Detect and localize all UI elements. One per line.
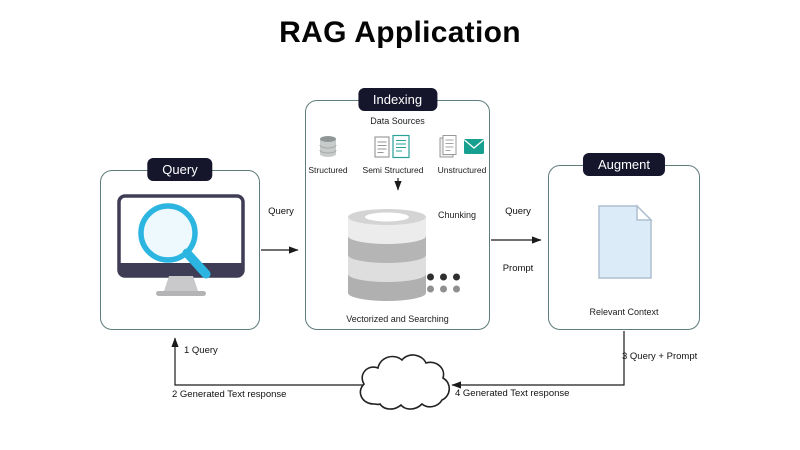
vector-database-icon	[348, 209, 426, 301]
context-document-icon	[598, 204, 653, 279]
arrow-augment-to-llm	[451, 331, 625, 389]
label-indexing-to-augment-query: Query	[505, 206, 531, 217]
vectorized-label: Vectorized and Searching	[346, 314, 449, 324]
label-step-1-query: 1 Query	[184, 345, 218, 356]
label-query-to-indexing: Query	[268, 206, 294, 217]
structured-database-icon	[319, 136, 337, 157]
label-indexing-to-augment-prompt: Prompt	[502, 263, 534, 274]
indexing-box: Indexing Data Sources	[305, 88, 490, 330]
query-box: Query	[100, 158, 260, 330]
magnifier-icon	[138, 203, 211, 279]
label-step-3-query-prompt: 3 Query + Prompt	[622, 351, 698, 362]
envelope-icon	[464, 139, 484, 154]
chunking-label: Chunking	[438, 210, 477, 220]
label-step-4-generated-response: 4 Generated Text response	[455, 388, 570, 399]
monitor-search-icon	[117, 194, 245, 296]
query-box-label: Query	[147, 158, 213, 181]
structured-label: Structured	[308, 165, 348, 175]
indexing-box-label: Indexing	[357, 88, 438, 111]
llm-cloud-icon	[359, 354, 451, 410]
data-sources-label: Data Sources	[370, 116, 425, 126]
relevant-context-label: Relevant Context	[589, 307, 659, 317]
semi-structured-documents-icon	[374, 134, 410, 159]
semi-structured-label: Semi Structured	[362, 165, 424, 175]
augment-box: Augment Relevant Context	[548, 153, 700, 330]
unstructured-label: Unstructured	[437, 165, 487, 175]
page-title: RAG Application	[279, 16, 521, 49]
papers-icon	[439, 135, 457, 158]
augment-box-label: Augment	[582, 153, 666, 176]
unstructured-sources-icon	[439, 135, 484, 158]
label-step-2-generated-response: 2 Generated Text response	[172, 389, 287, 400]
embedding-dots-icon	[427, 273, 460, 293]
